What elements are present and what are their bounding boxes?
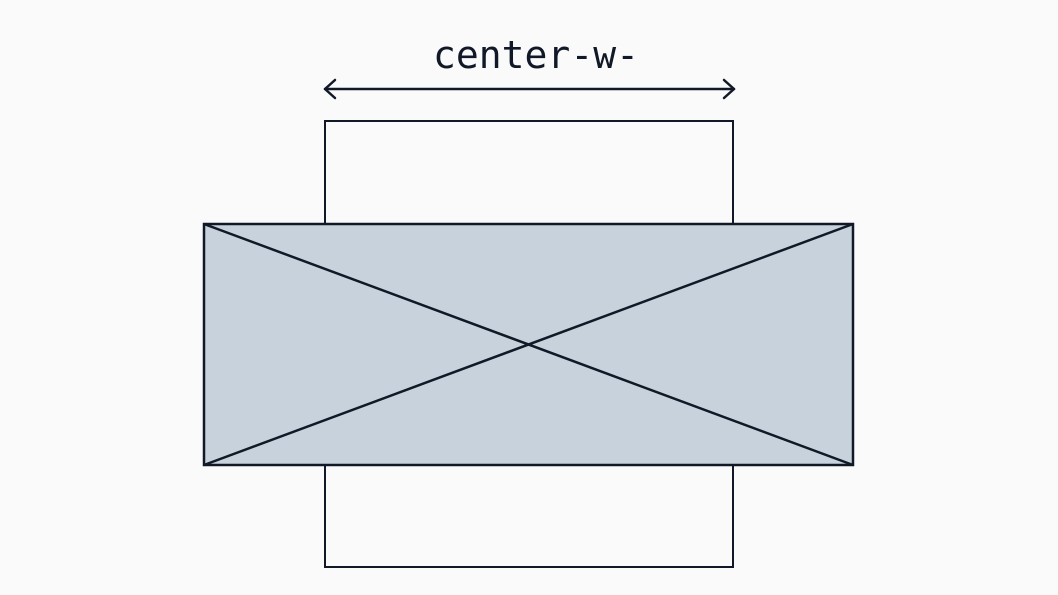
width-arrow-left-head bbox=[323, 78, 337, 100]
placeholder-diagonal-2 bbox=[203, 222, 854, 467]
width-label: center-w- bbox=[433, 33, 639, 77]
width-arrow-right-head bbox=[722, 78, 736, 100]
image-placeholder bbox=[202, 222, 855, 467]
width-arrow bbox=[323, 78, 736, 100]
